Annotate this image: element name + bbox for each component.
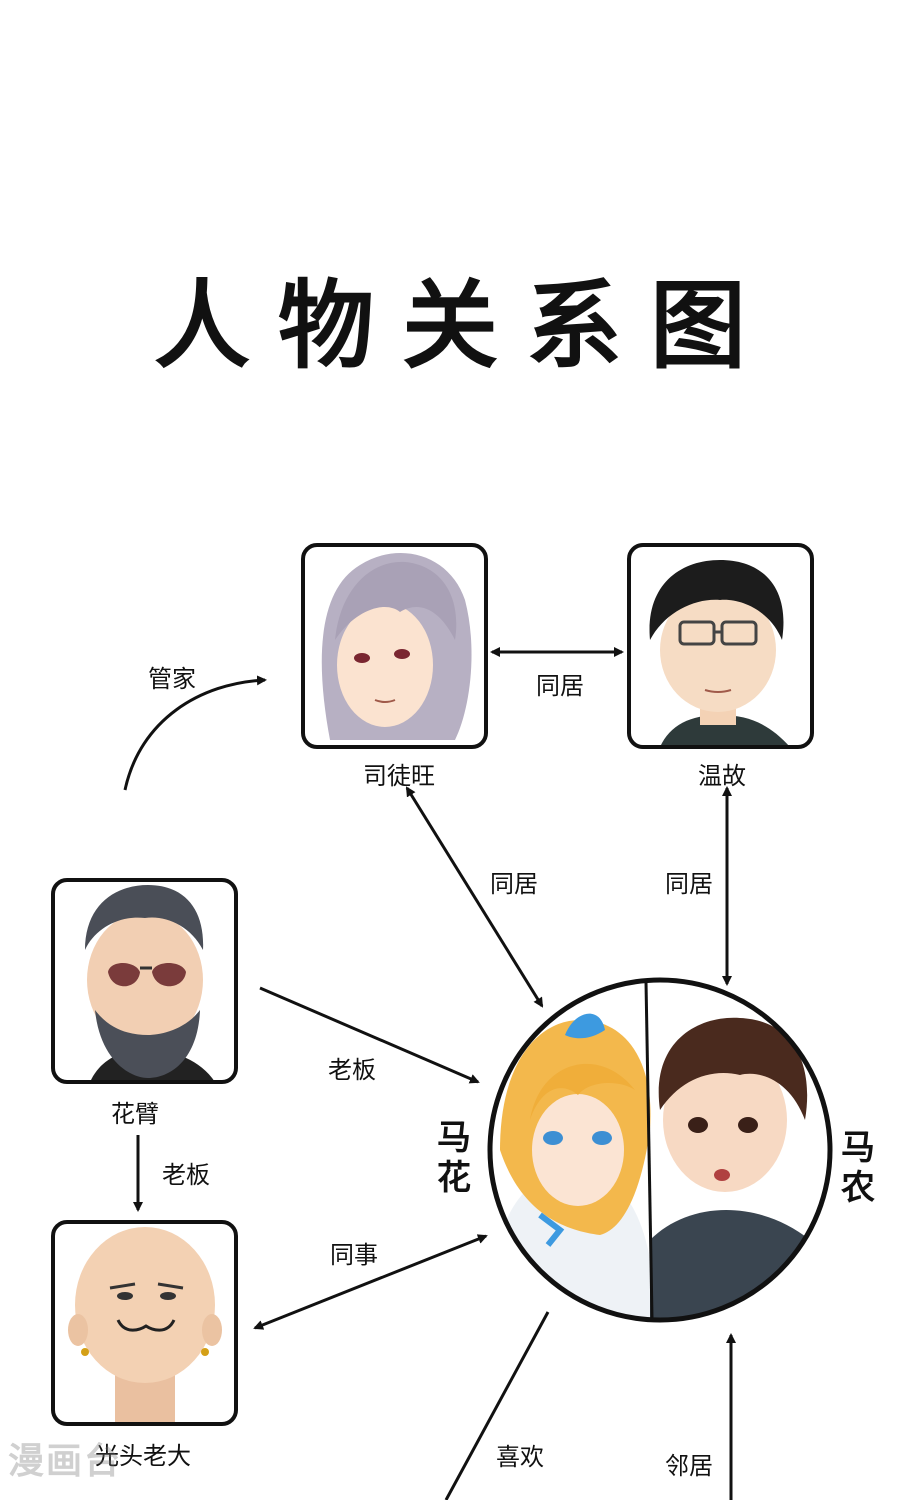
label-cohabit-right: 同居 [665,870,713,898]
label-coworker: 同事 [330,1241,378,1269]
label-cohabit-top: 同居 [536,672,584,700]
portrait-situ-wang [301,543,488,749]
watermark-logo: 漫画台 [8,1441,123,1482]
name-bald-boss: 光头老大 [95,1442,191,1470]
page-title: 人物关系图 [154,270,774,382]
label-boss-2: 老板 [162,1161,210,1189]
portrait-ma-hua-ma-nong [487,977,833,1323]
label-boss-1: 老板 [328,1056,376,1084]
arrow-cohabit-left [405,786,544,1008]
arrow-coworker [253,1234,488,1330]
portrait-bald-boss [51,1220,238,1426]
label-neighbor: 邻居 [665,1452,713,1480]
label-cohabit-left: 同居 [490,870,538,898]
portrait-hua-bi [51,878,238,1084]
name-situ-wang: 司徒旺 [363,762,435,790]
arrow-boss-1 [259,986,480,1084]
label-butler: 管家 [148,665,196,693]
name-ma-hua: 马花 [437,1118,471,1198]
arrow-butler [123,675,267,791]
portrait-wen-gu [627,543,814,749]
label-like: 喜欢 [496,1443,544,1471]
name-wen-gu: 温故 [698,762,746,790]
name-ma-nong: 马农 [841,1128,875,1208]
line-like [444,1311,550,1500]
name-hua-bi: 花臂 [111,1100,159,1128]
